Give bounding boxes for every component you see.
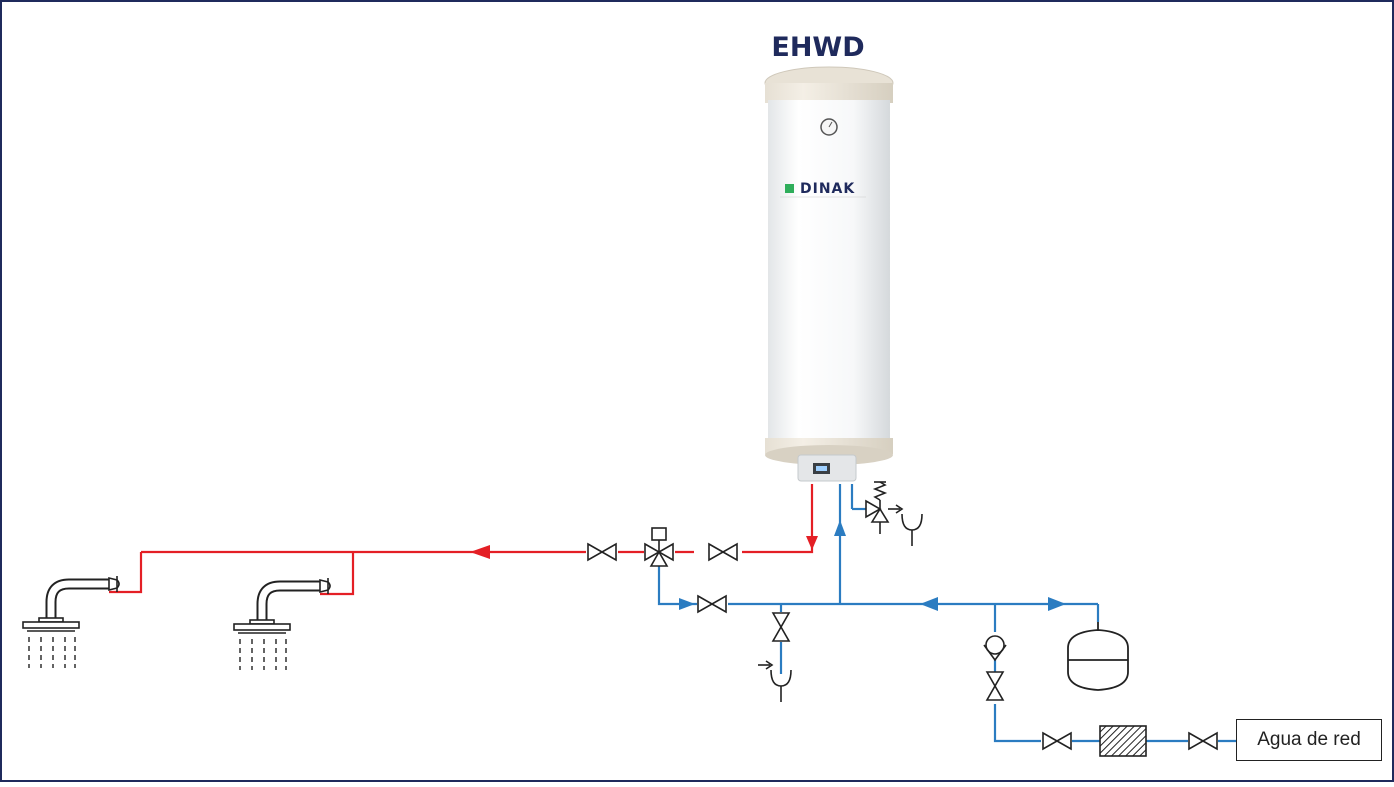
- check-valve-icon: [983, 635, 1007, 662]
- gate-valve-icon: [986, 671, 1004, 701]
- brand-logo: DINAK: [785, 181, 855, 197]
- discharge-arrow: [888, 504, 904, 514]
- shower-head-icon: [23, 576, 119, 668]
- gate-valve-icon: [708, 543, 738, 561]
- discharge-arrow: [758, 660, 774, 670]
- gate-valve-icon: [697, 595, 727, 613]
- three-way-valve-icon: [644, 527, 674, 567]
- cold-water-circuit: [657, 484, 1236, 743]
- cold-flow-arrow: [1048, 597, 1066, 611]
- drain-funnel-icon: [901, 513, 923, 547]
- gate-valve-icon: [587, 543, 617, 561]
- cold-flow-arrow: [679, 598, 695, 610]
- drain-funnel-icon: [770, 669, 792, 703]
- hot-water-circuit: [109, 484, 814, 596]
- hot-flow-arrow: [470, 545, 490, 559]
- filter-icon: [1099, 725, 1147, 757]
- diagram-title: EHWD: [771, 32, 865, 63]
- gate-valve-icon: [1188, 732, 1218, 750]
- gate-valve-icon: [1042, 732, 1072, 750]
- hot-flow-arrow: [806, 536, 818, 550]
- brand-mark-icon: [785, 184, 794, 193]
- shower-head-icon: [234, 578, 330, 670]
- brand-name: DINAK: [800, 181, 856, 197]
- safety-valve-icon: [865, 481, 890, 534]
- water-inlet-label: Agua de red: [1236, 719, 1382, 761]
- expansion-vessel-icon: [1067, 622, 1129, 691]
- drain-valve-icon: [772, 612, 790, 642]
- cold-flow-arrow: [920, 597, 938, 611]
- cold-flow-arrow: [834, 520, 846, 536]
- water-heater: [764, 66, 894, 482]
